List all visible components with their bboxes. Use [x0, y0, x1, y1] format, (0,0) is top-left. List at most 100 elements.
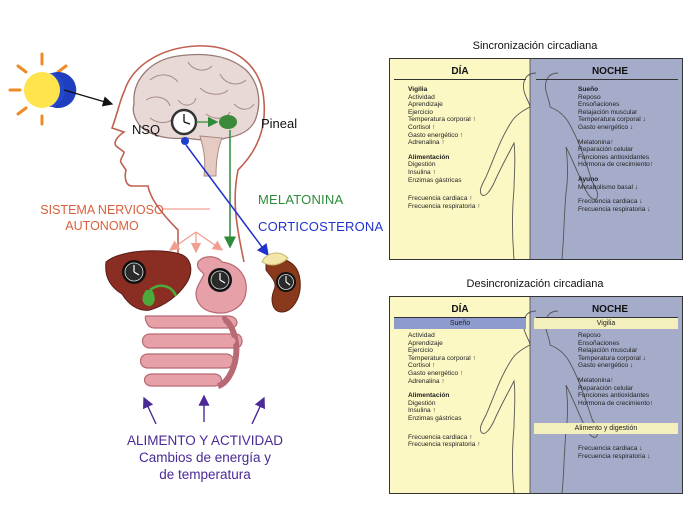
- day-region: [390, 59, 530, 259]
- day-column: Actividad Aprendizaje Ejercicio Temperat…: [408, 332, 481, 449]
- list-item: Temperatura corporal ↑: [408, 116, 476, 124]
- head-outline: [110, 45, 266, 263]
- list-item: Reparación celular: [578, 384, 633, 392]
- list-item: Aprendizaje: [408, 101, 443, 109]
- corticosterone-arrow: [185, 144, 269, 257]
- melatonina-label: MELATONINA: [258, 192, 344, 207]
- sna-label-line2: AUTONOMO: [65, 219, 139, 233]
- vigilia-band: Vigilia: [534, 318, 678, 329]
- list-item: Temperatura corporal ↓: [578, 116, 646, 124]
- alimentacion-title: Alimentación: [408, 153, 450, 161]
- list-item: Cortisol ↑: [408, 123, 436, 131]
- pineal-label: Pineal: [261, 116, 298, 131]
- stomach-clock-icon: [208, 268, 232, 292]
- pineal-gland: [219, 115, 237, 129]
- list-item: Digestión: [408, 161, 436, 169]
- nsq-label: NSQ: [132, 122, 161, 137]
- night-freq-column: Frecuencia cardiaca ↓ Frecuencia respira…: [578, 445, 651, 460]
- food-label-line3: de temperatura: [159, 467, 251, 482]
- list-item: Adrenalina ↑: [408, 139, 445, 147]
- food-arrows: [143, 394, 265, 425]
- alimento-digestion-band: Alimento y digestión: [534, 423, 678, 434]
- night-region: [530, 297, 682, 493]
- ayuno-title: Ayuno: [578, 175, 599, 183]
- panel1-title: Sincronización circadiana: [472, 40, 598, 52]
- list-item: Melatonina↑: [578, 138, 614, 146]
- light-arrow: [63, 89, 114, 107]
- list-item: Hormona de crecimiento↑: [578, 161, 654, 169]
- sna-label-line1: SISTEMA NERVIOSO: [40, 203, 164, 217]
- list-item: Relajación muscular: [578, 347, 638, 355]
- list-item: Actividad: [408, 93, 435, 101]
- list-item: Funciones antioxidantes: [578, 153, 650, 161]
- list-item: Gasto energético ↑: [408, 369, 464, 377]
- list-item: Ensoñaciones: [578, 101, 620, 109]
- kidney-clock-icon: [276, 272, 296, 292]
- list-item: Frecuencia cardiaca ↓: [578, 198, 643, 206]
- list-item: Frecuencia cardiaca ↑: [408, 433, 473, 441]
- list-item: Aprendizaje: [408, 339, 443, 347]
- night-column: Sueño Reposo Ensoñaciones Relajación mus…: [578, 86, 653, 213]
- night-column: Reposo Ensoñaciones Relajación muscular …: [578, 332, 653, 407]
- sueno-title: Sueño: [578, 86, 599, 93]
- night-header-rule: [536, 79, 678, 80]
- list-item: Frecuencia cardiaca ↓: [578, 445, 643, 452]
- list-item: Melatonina↑: [578, 376, 614, 384]
- list-item: Enzimas gástricas: [408, 176, 462, 184]
- day-header: DÍA: [451, 304, 469, 315]
- day-header-rule: [394, 79, 526, 80]
- desync-panel: DÍA NOCHE Sueño Vigilia Alimento y diges…: [389, 296, 683, 494]
- liver-clock-icon: [122, 260, 146, 284]
- list-item: Funciones antioxidantes: [578, 392, 650, 400]
- list-item: Ejercicio: [408, 108, 433, 116]
- alimentacion-title: Alimentación: [408, 392, 450, 400]
- night-header: NOCHE: [591, 66, 629, 77]
- intestines: [139, 315, 243, 389]
- list-item: Temperatura corporal ↓: [578, 354, 646, 362]
- list-item: Digestión: [408, 399, 436, 407]
- list-item: Frecuencia respiratoria ↓: [578, 452, 651, 460]
- sueno-band: Sueño: [394, 318, 526, 329]
- food-label-line1: ALIMENTO Y ACTIVIDAD: [126, 433, 284, 448]
- list-item: Ejercicio: [408, 347, 433, 355]
- list-item: Frecuencia cardiaca ↑: [408, 195, 473, 203]
- list-item: Insulina ↑: [408, 168, 436, 176]
- list-item: Relajación muscular: [578, 108, 638, 116]
- day-header: DÍA: [451, 66, 469, 77]
- list-item: Gasto energético ↑: [408, 131, 464, 139]
- list-item: Actividad: [408, 332, 435, 339]
- pituitary-dot: [181, 137, 189, 145]
- sun-moon-icon: [8, 52, 77, 126]
- list-item: Frecuencia respiratoria ↑: [408, 202, 481, 210]
- sync-panel: DÍA NOCHE Vigilia Actividad Aprendizaje …: [389, 58, 683, 260]
- corticosterona-label: CORTICOSTERONA: [258, 219, 384, 234]
- list-item: Ensoñaciones: [578, 339, 620, 347]
- list-item: Adrenalina ↑: [408, 377, 445, 385]
- list-item: Reposo: [578, 93, 601, 101]
- brain-clock-icon: [170, 108, 198, 136]
- sna-arrows: [168, 231, 224, 254]
- day-header-rule: [394, 317, 526, 318]
- panel2-title: Desincronización circadiana: [466, 278, 604, 290]
- day-column: Vigilia Actividad Aprendizaje Ejercicio …: [408, 86, 481, 210]
- list-item: Gasto energético ↓: [578, 362, 634, 370]
- night-region: [530, 59, 682, 259]
- human-figure: [479, 59, 599, 259]
- list-item: Reparación celular: [578, 146, 633, 154]
- physiology-illustration: [8, 45, 301, 425]
- list-item: Temperatura corporal ↑: [408, 354, 476, 362]
- vigilia-title: Vigilia: [408, 86, 428, 93]
- list-item: Reposo: [578, 332, 601, 339]
- list-item: Frecuencia respiratoria ↓: [578, 205, 651, 213]
- night-header: NOCHE: [591, 304, 629, 315]
- list-item: Gasto energético ↓: [578, 123, 634, 131]
- list-item: Cortisol ↑: [408, 362, 436, 370]
- list-item: Frecuencia respiratoria ↑: [408, 441, 481, 449]
- food-activity-label: ALIMENTO Y ACTIVIDAD Cambios de energía …: [100, 432, 310, 483]
- food-label-line2: Cambios de energía y: [138, 450, 272, 465]
- list-item: Hormona de crecimiento↑: [578, 399, 654, 407]
- list-item: Insulina ↑: [408, 407, 436, 415]
- night-header-rule: [536, 317, 678, 318]
- sna-label: SISTEMA NERVIOSO AUTONOMO: [22, 202, 182, 234]
- list-item: Metabolismo basal ↓: [578, 183, 639, 191]
